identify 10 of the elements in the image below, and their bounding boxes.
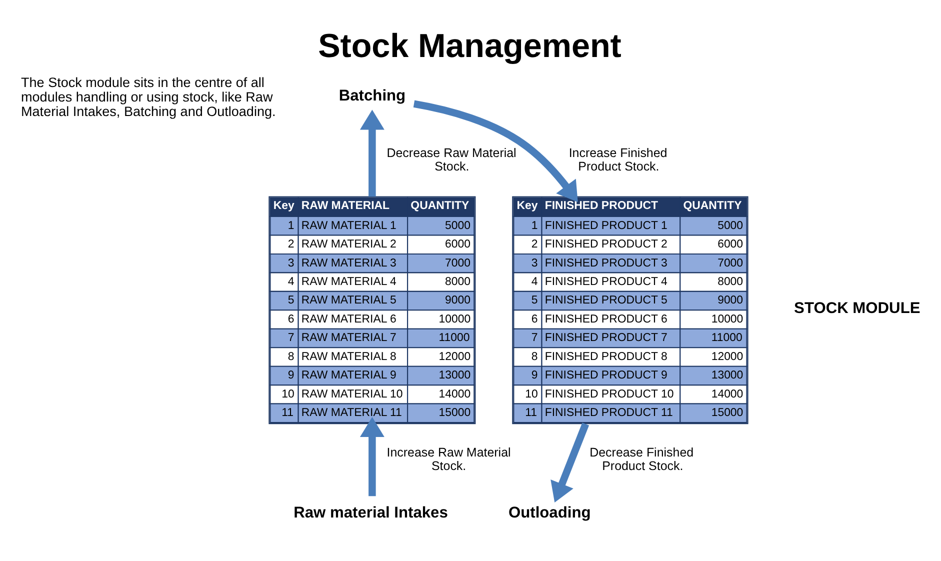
edge-label: Increase Finished Product Stock. xyxy=(568,146,668,174)
edge-label: Decrease Finished Product Stock. xyxy=(590,445,694,473)
node-text: Raw material Intakes xyxy=(294,504,448,522)
label: STOCK MODULE xyxy=(794,300,920,317)
node-text: Outloading xyxy=(508,504,591,522)
node-text: Batching xyxy=(338,88,406,105)
edge-label: Decrease Raw Material Stock. xyxy=(386,146,516,174)
label: The Stock module sits in the centre of all modules handling or using stock, like Raw Material Intakes, Batching and Outloading. xyxy=(21,74,276,120)
diagram-title: Stock Management xyxy=(318,28,622,65)
edge-label: Increase Raw Material Stock. xyxy=(386,445,511,473)
